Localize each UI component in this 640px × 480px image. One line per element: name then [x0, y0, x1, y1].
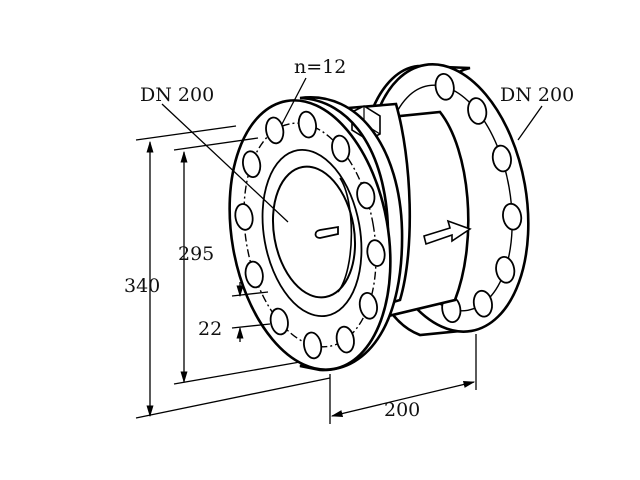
bolt-hole	[472, 289, 493, 318]
bolt-hole	[269, 307, 289, 336]
bolt-hole	[491, 144, 512, 173]
inlet-size-label: DN 200	[140, 84, 214, 106]
bolt-hole	[495, 256, 516, 284]
bolt-hole	[265, 116, 285, 145]
bolt-hole	[358, 292, 378, 320]
flow-arrow-icon	[423, 219, 472, 246]
outlet-size-label: DN 200	[500, 84, 574, 106]
bolt-hole	[244, 260, 264, 289]
flange-diameter-dimension: 340	[124, 275, 160, 297]
bolt-hole	[335, 325, 355, 354]
bolt-hole	[467, 97, 488, 125]
back-flange-bolts	[408, 73, 523, 323]
front-flange-bolts	[234, 110, 386, 360]
dimension-lines	[135, 77, 543, 424]
bolt-hole	[242, 150, 262, 178]
bolt-circle-dimension: 295	[178, 243, 214, 265]
bolt-hole	[502, 202, 523, 231]
bolt-hole	[434, 73, 455, 101]
bolt-hole	[297, 110, 317, 139]
flange-thickness-dimension: 22	[198, 318, 222, 340]
bolt-count-label: n=12	[294, 56, 346, 78]
bolt-hole	[366, 239, 386, 267]
bolt-hole	[234, 203, 254, 231]
bolt-hole	[303, 331, 323, 360]
length-dimension: 200	[384, 399, 420, 421]
bolt-hole	[356, 181, 376, 210]
bolt-hole	[331, 134, 351, 163]
